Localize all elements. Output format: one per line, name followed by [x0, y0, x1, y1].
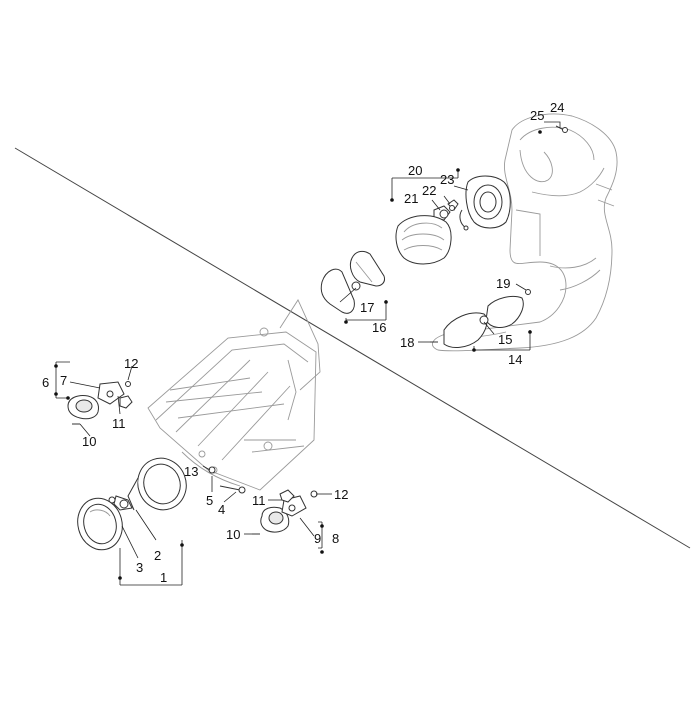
- label-part-9: 9: [314, 531, 321, 546]
- screw-part-24: [555, 125, 568, 133]
- label-part-6: 6: [42, 375, 49, 390]
- headlamp-lens-part-20: [395, 215, 452, 265]
- label-part-2: 2: [154, 548, 161, 563]
- label-part-12-left: 12: [124, 356, 138, 371]
- label-part-14: 14: [508, 352, 522, 367]
- divider-line: [14, 147, 691, 549]
- label-part-17: 17: [360, 300, 374, 315]
- label-part-25: 25: [530, 108, 544, 123]
- headlamp-part-1: [77, 457, 187, 551]
- label-part-8: 8: [332, 531, 339, 546]
- label-part-21: 21: [404, 191, 418, 206]
- label-part-22: 22: [422, 183, 436, 198]
- label-part-3: 3: [136, 560, 143, 575]
- label-part-7: 7: [60, 373, 67, 388]
- label-part-10-left: 10: [82, 434, 96, 449]
- label-part-4: 4: [218, 502, 225, 517]
- label-part-5: 5: [206, 493, 213, 508]
- label-part-16: 16: [372, 320, 386, 335]
- label-part-19: 19: [496, 276, 510, 291]
- bulb-holder-part-21-22: [433, 199, 459, 221]
- leader-dots: [54, 130, 542, 580]
- label-part-23: 23: [440, 172, 454, 187]
- left-indicator-part-7: [67, 381, 133, 425]
- label-part-10-right: 10: [226, 527, 240, 542]
- label-part-15: 15: [498, 332, 512, 347]
- label-part-24: 24: [550, 100, 564, 115]
- label-part-11-left: 11: [112, 416, 126, 431]
- right-indicator-part-9: [252, 489, 318, 535]
- front-indicator-part-16: [320, 250, 385, 314]
- label-part-13: 13: [184, 464, 198, 479]
- label-part-20: 20: [408, 163, 422, 178]
- label-part-12-right: 12: [334, 487, 348, 502]
- headlamp-housing-part-23: [459, 175, 511, 231]
- front-rack-outline: [147, 299, 321, 491]
- front-shield-outline: [432, 113, 618, 352]
- label-part-18: 18: [400, 335, 414, 350]
- label-part-11-right: 11: [252, 493, 266, 508]
- side-indicator-part-14: [430, 289, 531, 348]
- label-part-1: 1: [160, 570, 167, 585]
- part-number-labels: 1 2 3 4 5 6 7 8 9 10 10 11 11 12 12 13 1…: [42, 100, 564, 585]
- mount-bolt-part-4-5: [208, 466, 246, 494]
